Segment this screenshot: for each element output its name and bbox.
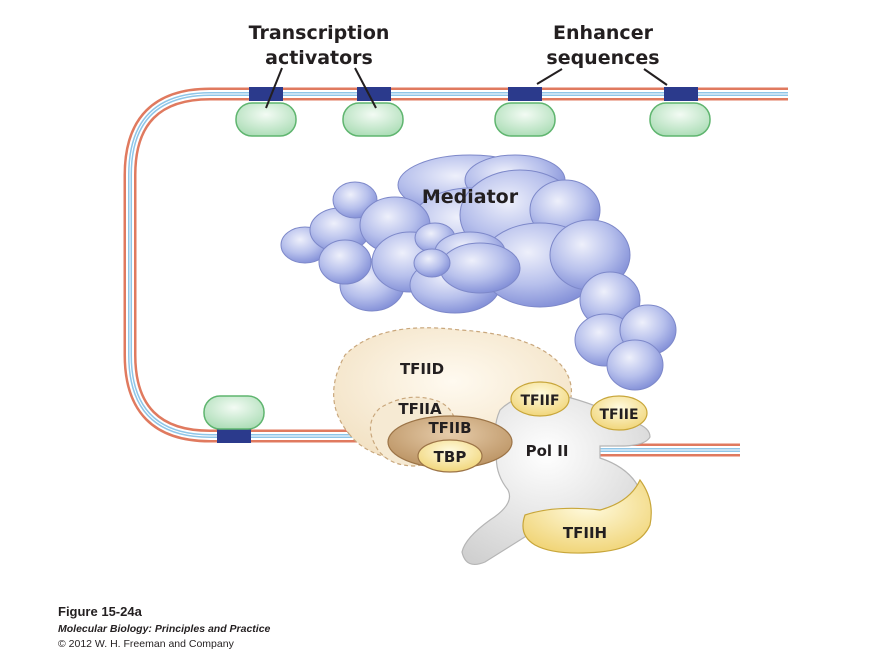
activator <box>235 102 297 137</box>
tfiia-label: TFIIA <box>398 400 442 418</box>
enhancer-block <box>664 87 698 101</box>
transcription-activators <box>203 102 711 430</box>
tbp <box>417 439 483 473</box>
activator <box>342 102 404 137</box>
enhancer-block <box>357 87 391 101</box>
tfiib-label: TFIIB <box>428 419 471 437</box>
pol-ii-label: Pol II <box>526 442 569 460</box>
activator <box>203 395 265 430</box>
tfiif <box>510 381 570 417</box>
enhancer-block <box>508 87 542 101</box>
transcription-activators-label-line2: activators <box>265 47 373 69</box>
transcription-activators-label-line1: Transcription <box>249 22 390 44</box>
tfiih <box>522 478 652 554</box>
figure-copyright: © 2012 W. H. Freeman and Company <box>58 638 234 650</box>
activator <box>649 102 711 137</box>
enhancer-sequences-label-line1: Enhancer <box>553 22 654 44</box>
tbp-label: TBP <box>434 448 467 466</box>
enhancer-blocks <box>217 87 698 443</box>
figure-number: Figure 15-24a <box>58 604 142 619</box>
tfiie <box>590 395 648 431</box>
tfiif-label: TFIIF <box>520 393 559 409</box>
figure-book-title: Molecular Biology: Principles and Practi… <box>58 623 271 635</box>
label-pointers <box>265 67 668 109</box>
enhancer-block <box>249 87 283 101</box>
dna-loop <box>123 87 788 443</box>
tfiid-label: TFIID <box>400 360 444 378</box>
tfiie-label: TFIIE <box>599 407 638 423</box>
enhancer-sequences-label-line2: sequences <box>546 47 659 69</box>
enhancer-block <box>217 429 251 443</box>
mediator-label: Mediator <box>422 186 519 208</box>
mediator-complex <box>280 154 677 391</box>
activator <box>494 102 556 137</box>
tfiih-label: TFIIH <box>563 524 607 542</box>
